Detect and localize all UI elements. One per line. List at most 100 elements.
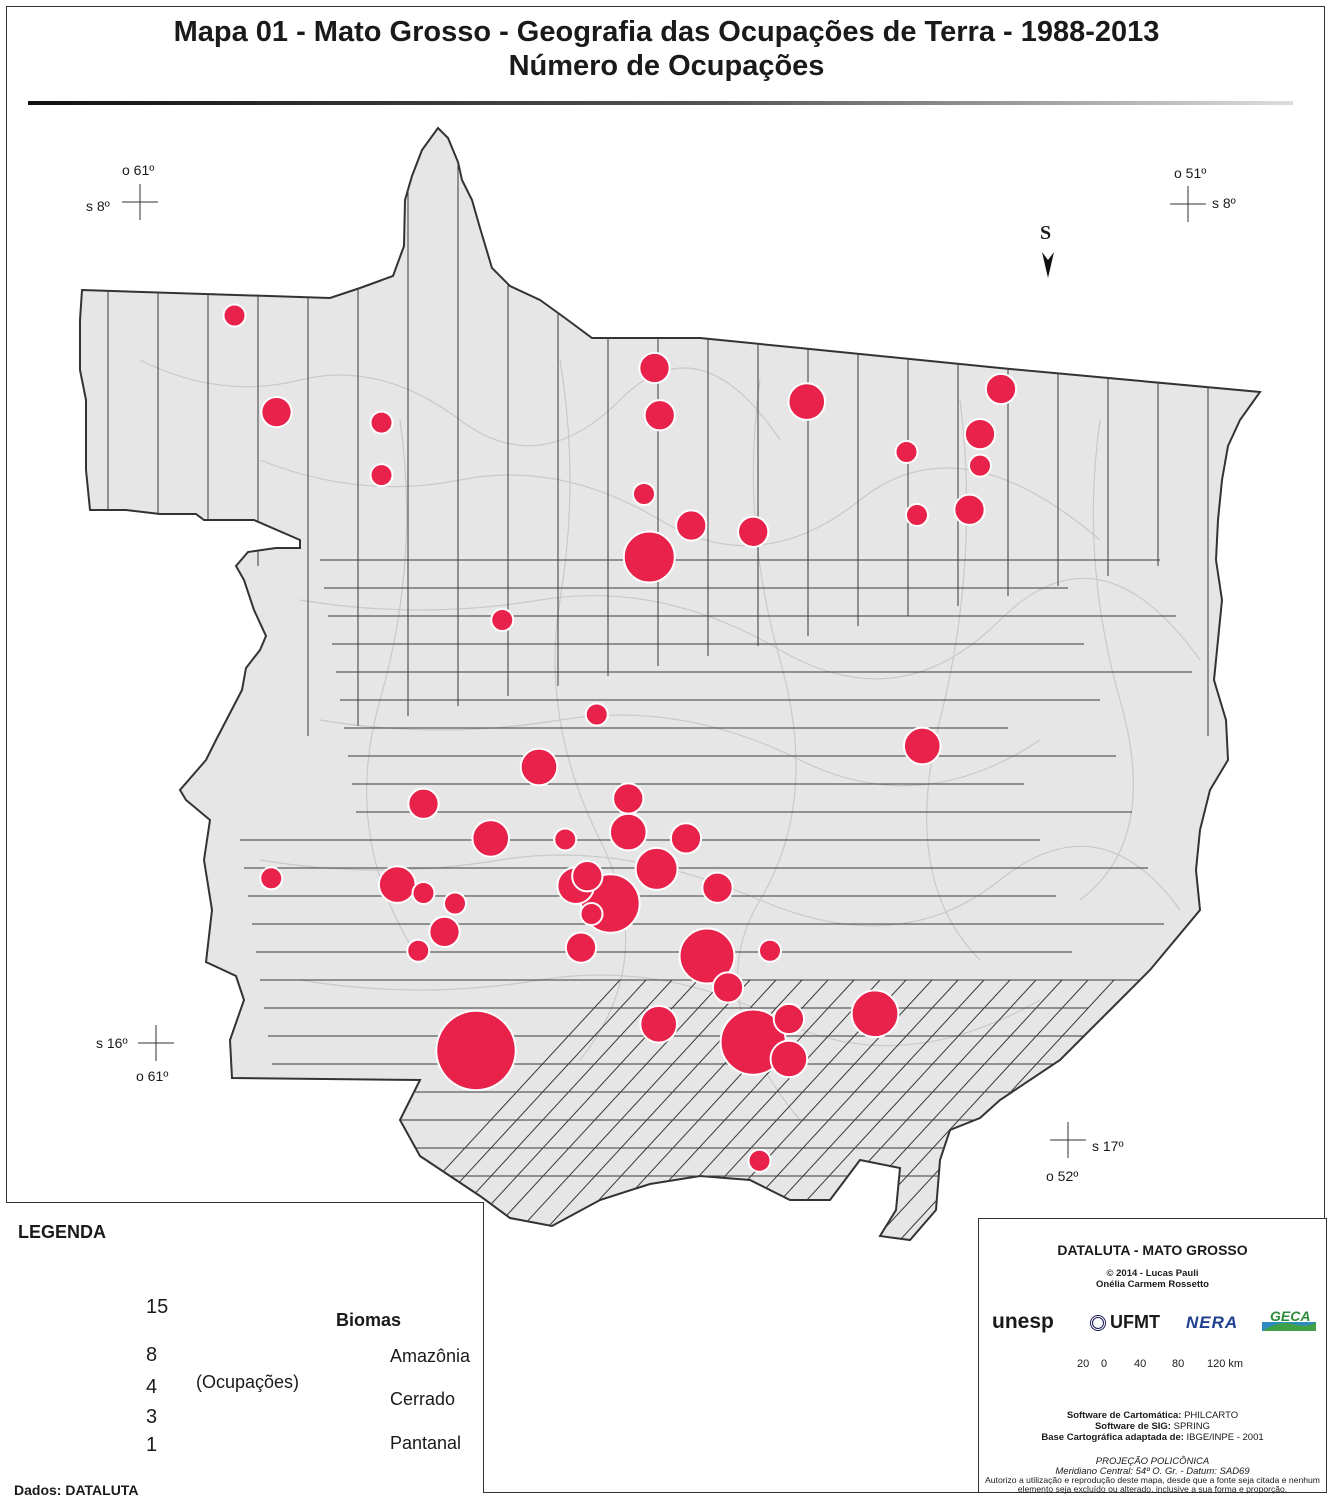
legend-size-4: 4 xyxy=(146,1376,158,1398)
occupation-circle xyxy=(579,902,604,926)
data-source: Dados: DATALUTA xyxy=(14,1482,139,1498)
legend-title: LEGENDA xyxy=(18,1222,107,1242)
credits-title: DATALUTA - MATO GROSSO xyxy=(1057,1242,1248,1258)
occupation-circle xyxy=(435,1009,517,1092)
credits-software-sig: Software de SIG: SPRING xyxy=(978,1421,1327,1432)
coord-label-top-right-lon: o 51º xyxy=(1174,165,1207,181)
nera-logo: NERA xyxy=(1186,1313,1239,1332)
software-carto-value: PHILCARTO xyxy=(1184,1410,1239,1421)
occupation-circle xyxy=(675,509,708,542)
occupation-circle xyxy=(902,726,942,766)
occupation-circle xyxy=(634,846,679,891)
legend-panel xyxy=(6,1202,484,1493)
credits-panel xyxy=(978,1218,1327,1493)
credits-meridian: Meridiano Central: 54º O. Gr. - Datum: S… xyxy=(1055,1466,1250,1477)
occupation-circle xyxy=(259,866,284,891)
occupation-circle xyxy=(612,782,645,815)
credits-note1: Autorizo a utilização e reprodução deste… xyxy=(985,1475,1320,1485)
occupation-circle xyxy=(758,938,782,963)
occupation-circle xyxy=(643,399,676,432)
pantanal-hatch-line xyxy=(769,979,1011,1240)
state-outline xyxy=(79,126,1262,1242)
occupation-circle xyxy=(894,440,919,464)
occupation-circle xyxy=(678,927,736,985)
pantanal-hatch-line xyxy=(509,979,751,1240)
credits-author2: Onélia Carmem Rossetto xyxy=(1096,1279,1209,1290)
base-label: Base Cartográfica adaptada de: xyxy=(1041,1432,1184,1443)
occupation-circle xyxy=(772,1002,806,1036)
occupation-circle xyxy=(711,971,745,1004)
river-line xyxy=(554,359,627,1061)
occupation-circle xyxy=(369,410,394,435)
unesp-logo: unesp xyxy=(992,1310,1054,1333)
occupation-circle xyxy=(622,530,676,584)
state-fill xyxy=(80,128,1260,1240)
occupation-circle xyxy=(428,915,461,948)
coord-label-top-left-lon: o 61º xyxy=(122,162,155,178)
map-subtitle: Número de Ocupações xyxy=(508,50,825,82)
coord-label-bottom-left-lat: s 16º xyxy=(96,1035,128,1051)
occupation-circle xyxy=(632,482,656,506)
biomas-title: Biomas xyxy=(336,1310,402,1330)
legend-units: (Ocupações) xyxy=(196,1372,300,1392)
bioma-label-pantanal: Pantanal xyxy=(390,1433,462,1453)
ufmt-logo-text: UFMT xyxy=(1110,1312,1160,1332)
geca-logo-text: GECA xyxy=(1270,1308,1311,1324)
scale-label-40: 40 xyxy=(1134,1358,1147,1370)
legend-size-3: 3 xyxy=(146,1406,158,1428)
state-shape xyxy=(79,126,1262,1242)
occupation-circle xyxy=(953,493,986,526)
pantanal-hatch-line xyxy=(743,979,985,1240)
scale-label-120: 120 km xyxy=(1207,1358,1244,1370)
coord-label-bottom-right-lat: s 17º xyxy=(1092,1138,1124,1154)
occupation-circle xyxy=(222,303,247,328)
river-line xyxy=(139,359,781,447)
pantanal-hatch-line xyxy=(483,979,725,1240)
occupation-circle xyxy=(411,881,436,905)
occupation-circle xyxy=(701,871,734,904)
credits-note2: elemento seja excluído ou alterado, incl… xyxy=(1017,1484,1288,1494)
title-rule xyxy=(28,101,1293,105)
occupation-circle xyxy=(564,931,598,964)
base-value: IBGE/INPE - 2001 xyxy=(1186,1432,1264,1443)
occupation-circle xyxy=(443,891,467,916)
coord-label-top-right-lat: s 8º xyxy=(1212,195,1236,211)
credits-copyright: © 2014 - Lucas Pauli xyxy=(1106,1268,1199,1279)
ufmt-logo: UFMT xyxy=(1090,1312,1160,1333)
legend-size-15: 15 xyxy=(146,1296,169,1318)
credits-base: Base Cartográfica adaptada de: IBGE/INPE… xyxy=(978,1432,1327,1443)
scale-label-0: 0 xyxy=(1101,1358,1108,1370)
scale-label-20: 20 xyxy=(1077,1358,1090,1370)
occupation-circle xyxy=(638,351,671,385)
north-arrow-label: S xyxy=(1040,222,1052,244)
occupation-circle xyxy=(737,515,770,548)
occupation-circle xyxy=(968,453,992,478)
occupation-circle xyxy=(905,503,929,527)
software-sig-value: SPRING xyxy=(1173,1421,1211,1432)
occupation-circles xyxy=(222,303,1018,1173)
map-title: Mapa 01 - Mato Grosso - Geografia das Oc… xyxy=(173,16,1160,48)
occupation-circle xyxy=(787,382,827,421)
occupation-circle xyxy=(406,938,431,963)
bioma-label-amazonia: Amazônia xyxy=(390,1346,471,1366)
occupation-circle xyxy=(584,702,609,727)
occupation-circle xyxy=(407,787,440,820)
credits-software-carto: Software de Cartomática: PHILCARTO xyxy=(978,1410,1327,1421)
occupation-circle xyxy=(639,1004,679,1044)
occupation-circle xyxy=(963,418,997,451)
software-sig-label: Software de SIG: xyxy=(1094,1421,1171,1432)
occupation-circle xyxy=(471,819,511,858)
river-line xyxy=(299,974,1041,1047)
scale-label-80: 80 xyxy=(1172,1358,1185,1370)
occupation-circle xyxy=(260,395,293,429)
occupation-circle xyxy=(669,822,703,855)
occupation-circle xyxy=(571,860,604,893)
occupation-circle xyxy=(608,812,648,852)
north-arrow-icon: S xyxy=(1034,222,1062,282)
coord-label-top-left-lat: s 8º xyxy=(86,198,110,214)
legend-size-8: 8 xyxy=(146,1344,158,1366)
software-carto-label: Software de Cartomática: xyxy=(1066,1410,1182,1421)
occupation-circle xyxy=(769,1039,809,1079)
occupation-circle xyxy=(553,827,578,852)
